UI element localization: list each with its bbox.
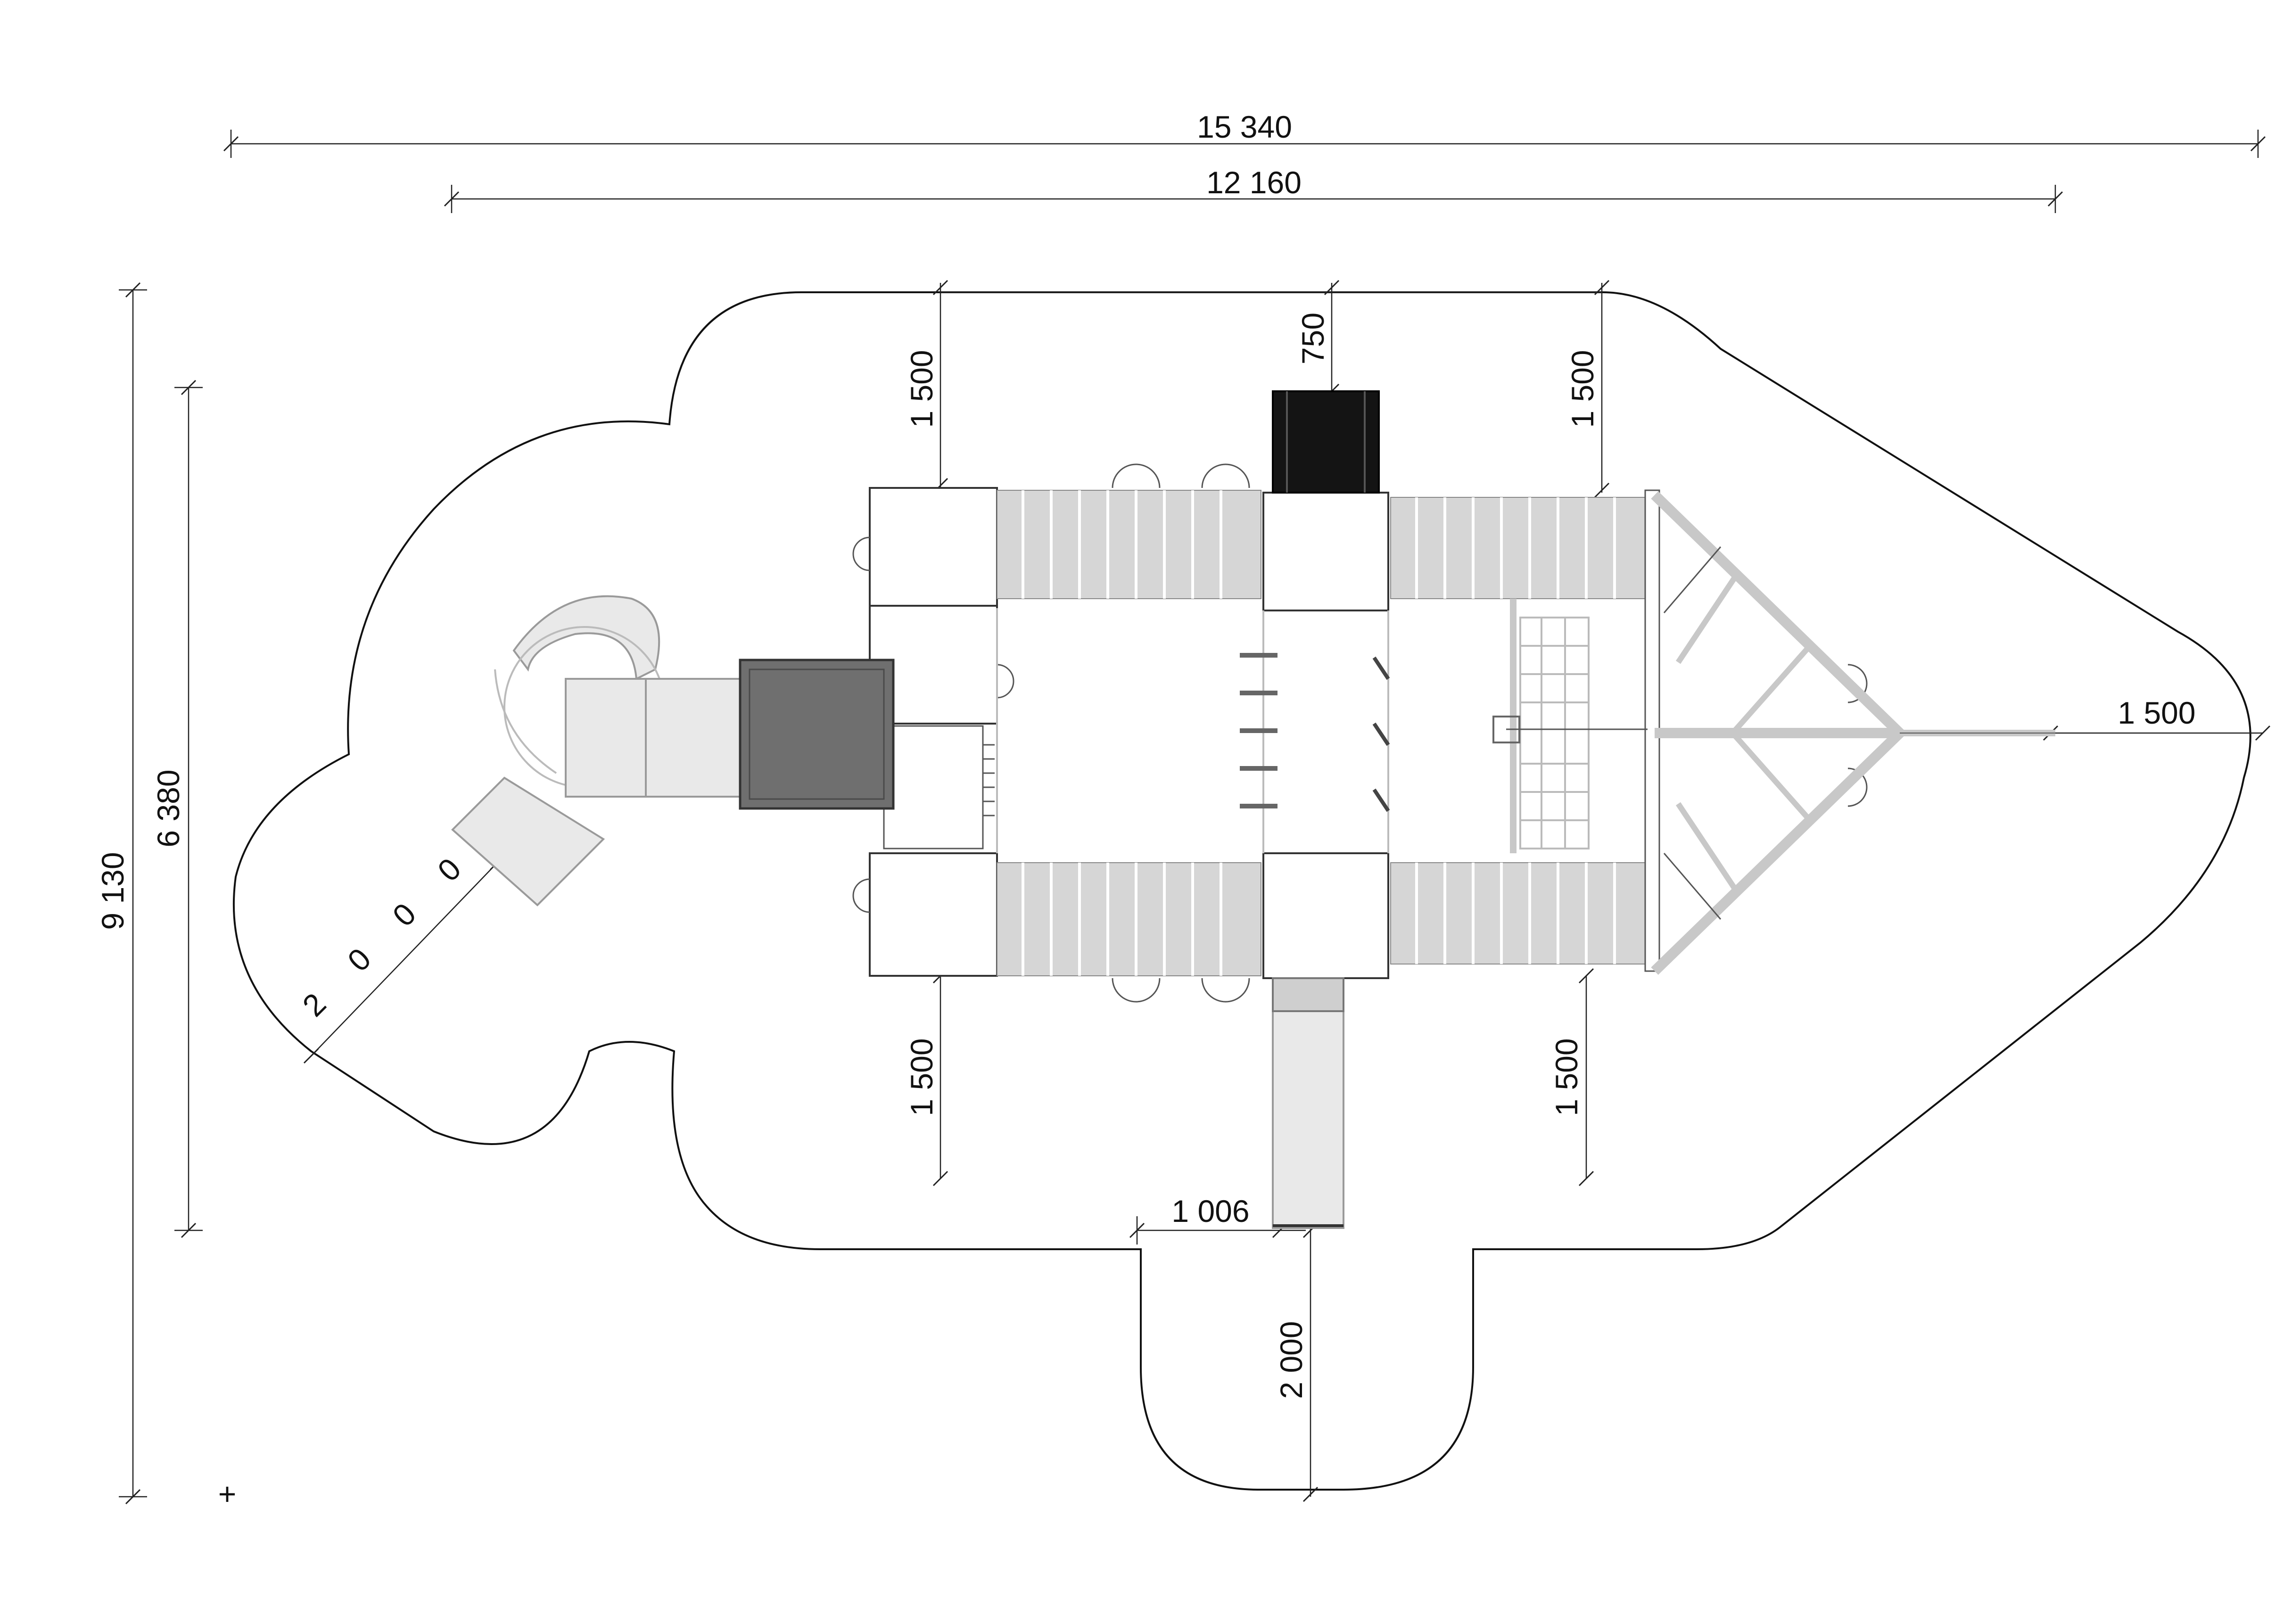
bottom-right-clearance-label: 1 500: [1549, 1038, 1584, 1116]
play-structure: [451, 390, 2055, 1229]
footings: [852, 463, 1868, 1003]
bridge-top-right: [1390, 497, 1646, 599]
origin-mark: +: [218, 1476, 237, 1511]
dimension-top-left-clearance: 1 500: [904, 280, 1334, 494]
top-right-clearance-label: 1 500: [1565, 350, 1600, 428]
structure-width-label: 12 160: [1206, 165, 1302, 200]
ship-bow: [1644, 489, 2055, 975]
straight-slide: [1272, 977, 1344, 1229]
dimension-structure-height: 6 380: [151, 379, 203, 1238]
right-clearance-label: 1 500: [2118, 695, 2195, 730]
structure-height-label: 6 380: [151, 769, 186, 847]
tower-top-left: [869, 487, 998, 607]
overall-width-label: 15 340: [1197, 109, 1292, 144]
stepping-bars: [1240, 653, 1390, 812]
dimension-bottom-right-clearance: 1 500: [1549, 968, 1594, 1187]
dimension-structure-width: 12 160: [444, 165, 2063, 213]
dimension-spiral-slide-clearance: 2 0 0 0: [296, 838, 505, 1064]
ladder-rungs: [983, 744, 995, 816]
bridge-bottom-left: [997, 862, 1261, 976]
platform-top-center: [1262, 492, 1389, 611]
spiral-slide: [451, 595, 746, 907]
dimension-slide-exit-clearance: 2 000: [1274, 1222, 1319, 1502]
bridge-bottom-right: [1390, 862, 1646, 965]
platform-bottom-center: [1262, 852, 1389, 979]
dimension-slide-offset: 1 006: [1129, 1194, 1306, 1245]
dimension-roof-offset: 750: [1295, 280, 1340, 399]
bridge-top-left: [997, 490, 1261, 599]
roof-panel-left: [739, 659, 895, 810]
roof-panel-top: [1272, 390, 1380, 494]
dimension-overall-height: 9 130: [95, 282, 147, 1505]
ladder-area: [883, 725, 984, 849]
safety-zone-outline: [232, 291, 2251, 1491]
tower-bottom-left: [869, 852, 998, 977]
slide-exit-clearance-label: 2 000: [1274, 1321, 1309, 1399]
dimension-top-right-clearance: 1 500: [1332, 280, 1610, 498]
roof-offset-label: 750: [1295, 313, 1330, 364]
dimension-right-clearance: 1 500: [2043, 695, 2271, 741]
climbing-grid: [1492, 599, 1648, 853]
top-left-clearance-label: 1 500: [904, 350, 939, 428]
bottom-left-clearance-label: 1 500: [904, 1038, 939, 1116]
dimension-overall-width: 15 340: [223, 109, 2266, 158]
slide-offset-label: 1 006: [1171, 1194, 1249, 1228]
overall-height-label: 9 130: [95, 852, 130, 930]
spiral-slide-clearance-label: 2 0 0 0: [296, 838, 481, 1023]
dimension-bottom-left-clearance: 1 500: [904, 968, 948, 1187]
